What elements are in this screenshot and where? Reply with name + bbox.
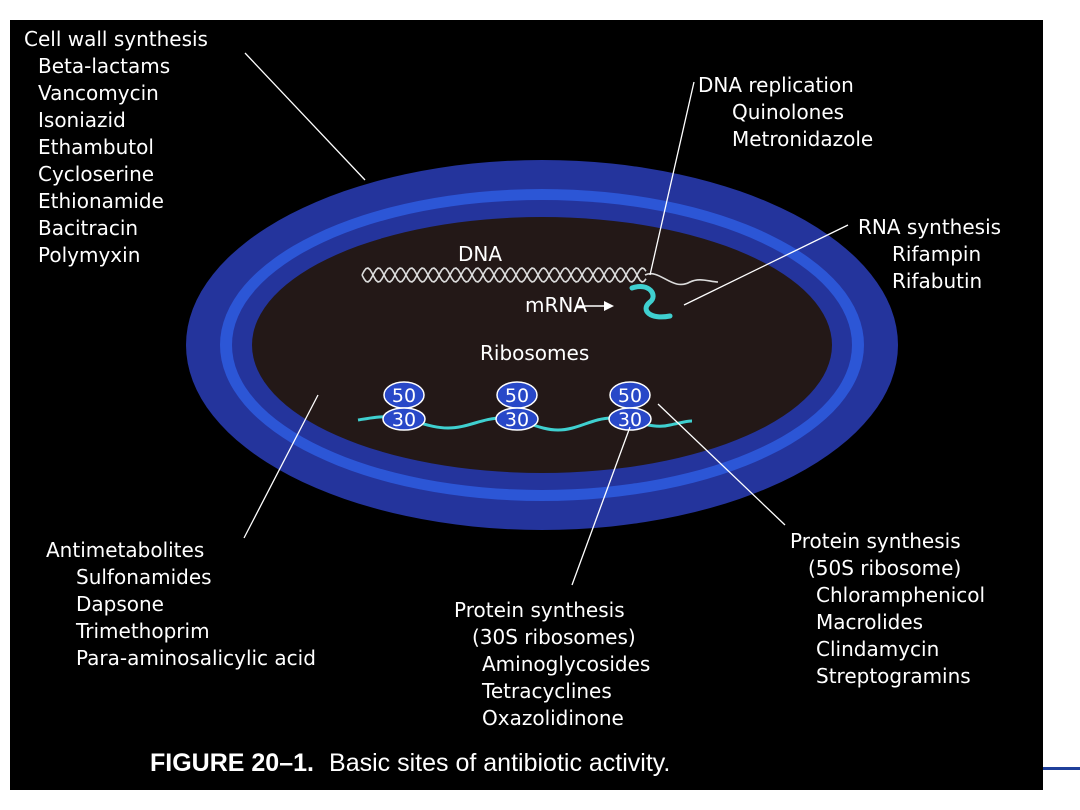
protein-synthesis-30s-group: Protein synthesis (30S ribosomes) Aminog… bbox=[454, 598, 650, 730]
rna-synthesis-group: RNA synthesis Rifampin Rifabutin bbox=[858, 215, 1001, 293]
ribosome-3-small-label: 30 bbox=[618, 409, 642, 431]
drug-dapsone: Dapsone bbox=[76, 592, 164, 616]
cell-wall-synthesis-title: Cell wall synthesis bbox=[24, 27, 208, 51]
drug-ethambutol: Ethambutol bbox=[38, 135, 154, 159]
protein-50s-subtitle: (50S ribosome) bbox=[808, 556, 961, 580]
ribosome-2-small-subunit bbox=[495, 407, 539, 431]
rna-synthesis-leader-line bbox=[683, 224, 849, 306]
antimetabolites-title: Antimetabolites bbox=[46, 538, 204, 562]
drug-streptogramins: Streptogramins bbox=[816, 664, 971, 688]
drug-para-aminosalicylic-acid: Para-aminosalicylic acid bbox=[76, 646, 316, 670]
drug-vancomycin: Vancomycin bbox=[38, 81, 159, 105]
drug-ethionamide: Ethionamide bbox=[38, 189, 164, 213]
caption-figure-number: FIGURE 20–1. bbox=[150, 749, 314, 777]
dna-tail bbox=[644, 272, 719, 286]
antimetabolites-group: Antimetabolites Sulfonamides Dapsone Tri… bbox=[46, 538, 316, 670]
dna-replication-group: DNA replication Quinolones Metronidazole bbox=[698, 73, 873, 151]
cell-wall-leader-line bbox=[244, 52, 366, 181]
figure-caption: FIGURE 20–1. Basic sites of antibiotic a… bbox=[150, 749, 670, 777]
drug-bacitracin: Bacitracin bbox=[38, 216, 138, 240]
dna-replication-title: DNA replication bbox=[698, 73, 854, 97]
ribosome-2-large-label: 50 bbox=[505, 385, 529, 407]
dna-strand-b bbox=[361, 267, 647, 283]
drug-sulfonamides: Sulfonamides bbox=[76, 565, 212, 589]
drug-rifampin: Rifampin bbox=[892, 242, 981, 266]
protein-50s-title: Protein synthesis bbox=[790, 529, 961, 553]
ribosome-1-large-label: 50 bbox=[392, 385, 416, 407]
drug-chloramphenicol: Chloramphenicol bbox=[816, 583, 985, 607]
drug-polymyxin: Polymyxin bbox=[38, 243, 140, 267]
protein-synthesis-50s-group: Protein synthesis (50S ribosome) Chloram… bbox=[790, 529, 985, 688]
mrna-label: mRNA bbox=[525, 293, 587, 317]
cell-wall-synthesis-group: Cell wall synthesis Beta-lactams Vancomy… bbox=[24, 27, 208, 267]
drug-trimethoprim: Trimethoprim bbox=[75, 619, 210, 643]
ribosome-1-small-label: 30 bbox=[392, 409, 416, 431]
dna-replication-leader-line bbox=[649, 81, 695, 276]
drug-rifabutin: Rifabutin bbox=[892, 269, 982, 293]
drug-metronidazole: Metronidazole bbox=[732, 127, 873, 151]
mrna-arrow bbox=[576, 301, 614, 311]
ribosome-1: 50 30 bbox=[382, 381, 426, 431]
drug-cycloserine: Cycloserine bbox=[38, 162, 154, 186]
drug-oxazolidinone: Oxazolidinone bbox=[482, 706, 624, 730]
ribosome-3-large-label: 50 bbox=[618, 385, 642, 407]
protein-30s-leader-line bbox=[571, 426, 631, 586]
drug-clindamycin: Clindamycin bbox=[816, 637, 939, 661]
figure-panel: DNA mRNA Ribosomes 50 30 50 30 50 30 C bbox=[10, 20, 1043, 790]
ribosomes-label: Ribosomes bbox=[480, 341, 589, 365]
ribosome-3: 50 30 bbox=[608, 381, 652, 431]
dna-helix bbox=[361, 267, 719, 286]
slide-edge-rule bbox=[1043, 767, 1080, 770]
drug-beta-lactams: Beta-lactams bbox=[38, 54, 170, 78]
protein-50s-leader-line bbox=[657, 403, 786, 526]
drug-macrolides: Macrolides bbox=[816, 610, 923, 634]
dna-label: DNA bbox=[458, 242, 502, 266]
ribosome-2-small-label: 30 bbox=[505, 409, 529, 431]
protein-30s-title: Protein synthesis bbox=[454, 598, 625, 622]
rna-synthesis-title: RNA synthesis bbox=[858, 215, 1001, 239]
drug-quinolones: Quinolones bbox=[732, 100, 844, 124]
drug-aminoglycosides: Aminoglycosides bbox=[482, 652, 650, 676]
dna-strand-a bbox=[361, 267, 647, 283]
drug-tetracyclines: Tetracyclines bbox=[481, 679, 612, 703]
antibiotic-sites-diagram: DNA mRNA Ribosomes 50 30 50 30 50 30 C bbox=[24, 27, 1001, 777]
antimetabolites-leader-line bbox=[243, 394, 319, 539]
ribosome-2: 50 30 bbox=[495, 381, 539, 431]
protein-30s-subtitle: (30S ribosomes) bbox=[472, 625, 636, 649]
caption-text: Basic sites of antibiotic activity. bbox=[329, 749, 670, 777]
ribosome-3-small-subunit bbox=[608, 407, 652, 431]
mrna-squiggle bbox=[629, 284, 673, 320]
drug-isoniazid: Isoniazid bbox=[38, 108, 126, 132]
ribosome-1-small-subunit bbox=[382, 407, 426, 431]
